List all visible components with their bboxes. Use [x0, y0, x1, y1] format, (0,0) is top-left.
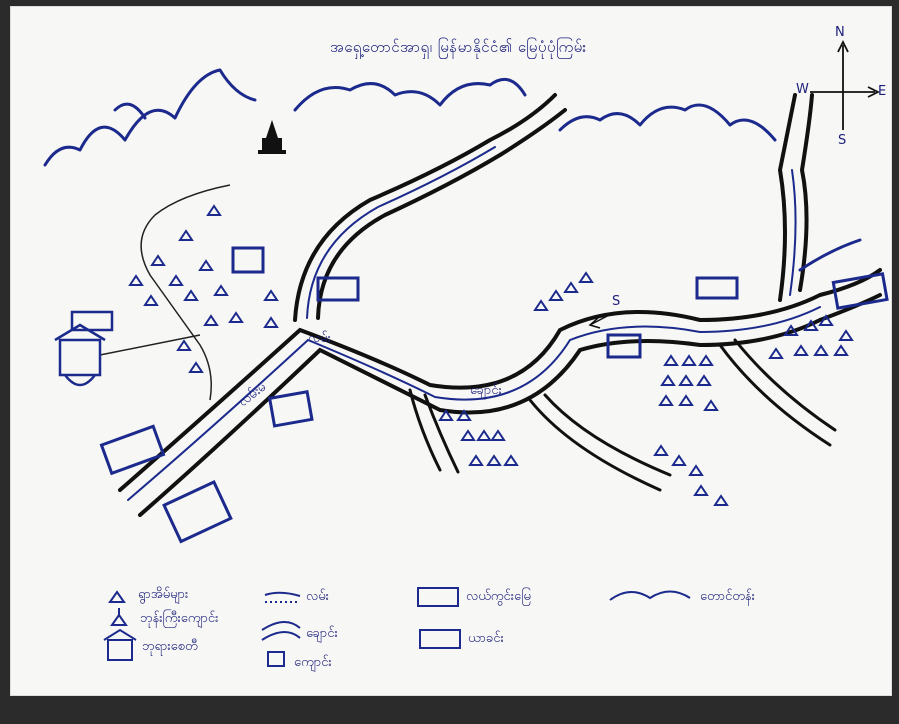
- map-title: အရှေ့တောင်အာရှ၊ မြန်မာနိုင်ငံ၏ မြေပုံပုံ…: [330, 38, 587, 56]
- river-main: [118, 268, 882, 517]
- legend-stream-label: ချောင်း: [306, 626, 338, 641]
- compass-west-label: W: [796, 82, 809, 97]
- river-tributaries: [408, 338, 837, 492]
- legend-building-label: ကျောင်း: [294, 655, 332, 670]
- river-upper: [293, 93, 567, 322]
- legend-mountain-label: တောင်တန်း: [700, 589, 755, 604]
- mountain-range: [43, 68, 777, 167]
- footpath: [99, 184, 231, 401]
- compass-south-label: S: [838, 133, 847, 148]
- legend-school-label: ဘုန်းကြီးကျောင်း: [140, 611, 219, 626]
- farm-plots: [99, 246, 889, 544]
- compass-rose: [810, 39, 881, 130]
- road-label-2: လမ်း: [308, 331, 331, 346]
- flow-arrow: [588, 311, 616, 329]
- school-building-icon: [54, 310, 114, 387]
- stream-mark: S: [612, 294, 621, 309]
- legend-pagoda-label: ဘုရားစေတီ: [142, 639, 198, 654]
- pagoda-icon: [258, 120, 286, 154]
- legend-village-label: ရွာအိမ်များ: [138, 587, 189, 602]
- legend-farm-label: လယ်ကွင်းမြေ: [466, 589, 531, 604]
- compass-north-label: N: [835, 25, 845, 40]
- village-houses: [128, 204, 854, 506]
- compass-east-label: E: [878, 84, 887, 99]
- stream-label: ချောင်း: [470, 383, 502, 398]
- legend-field-label: ယာခင်း: [468, 631, 504, 646]
- legend-path-label: လမ်း: [306, 589, 329, 604]
- legend-icons: [103, 587, 691, 667]
- river-right: [777, 93, 862, 302]
